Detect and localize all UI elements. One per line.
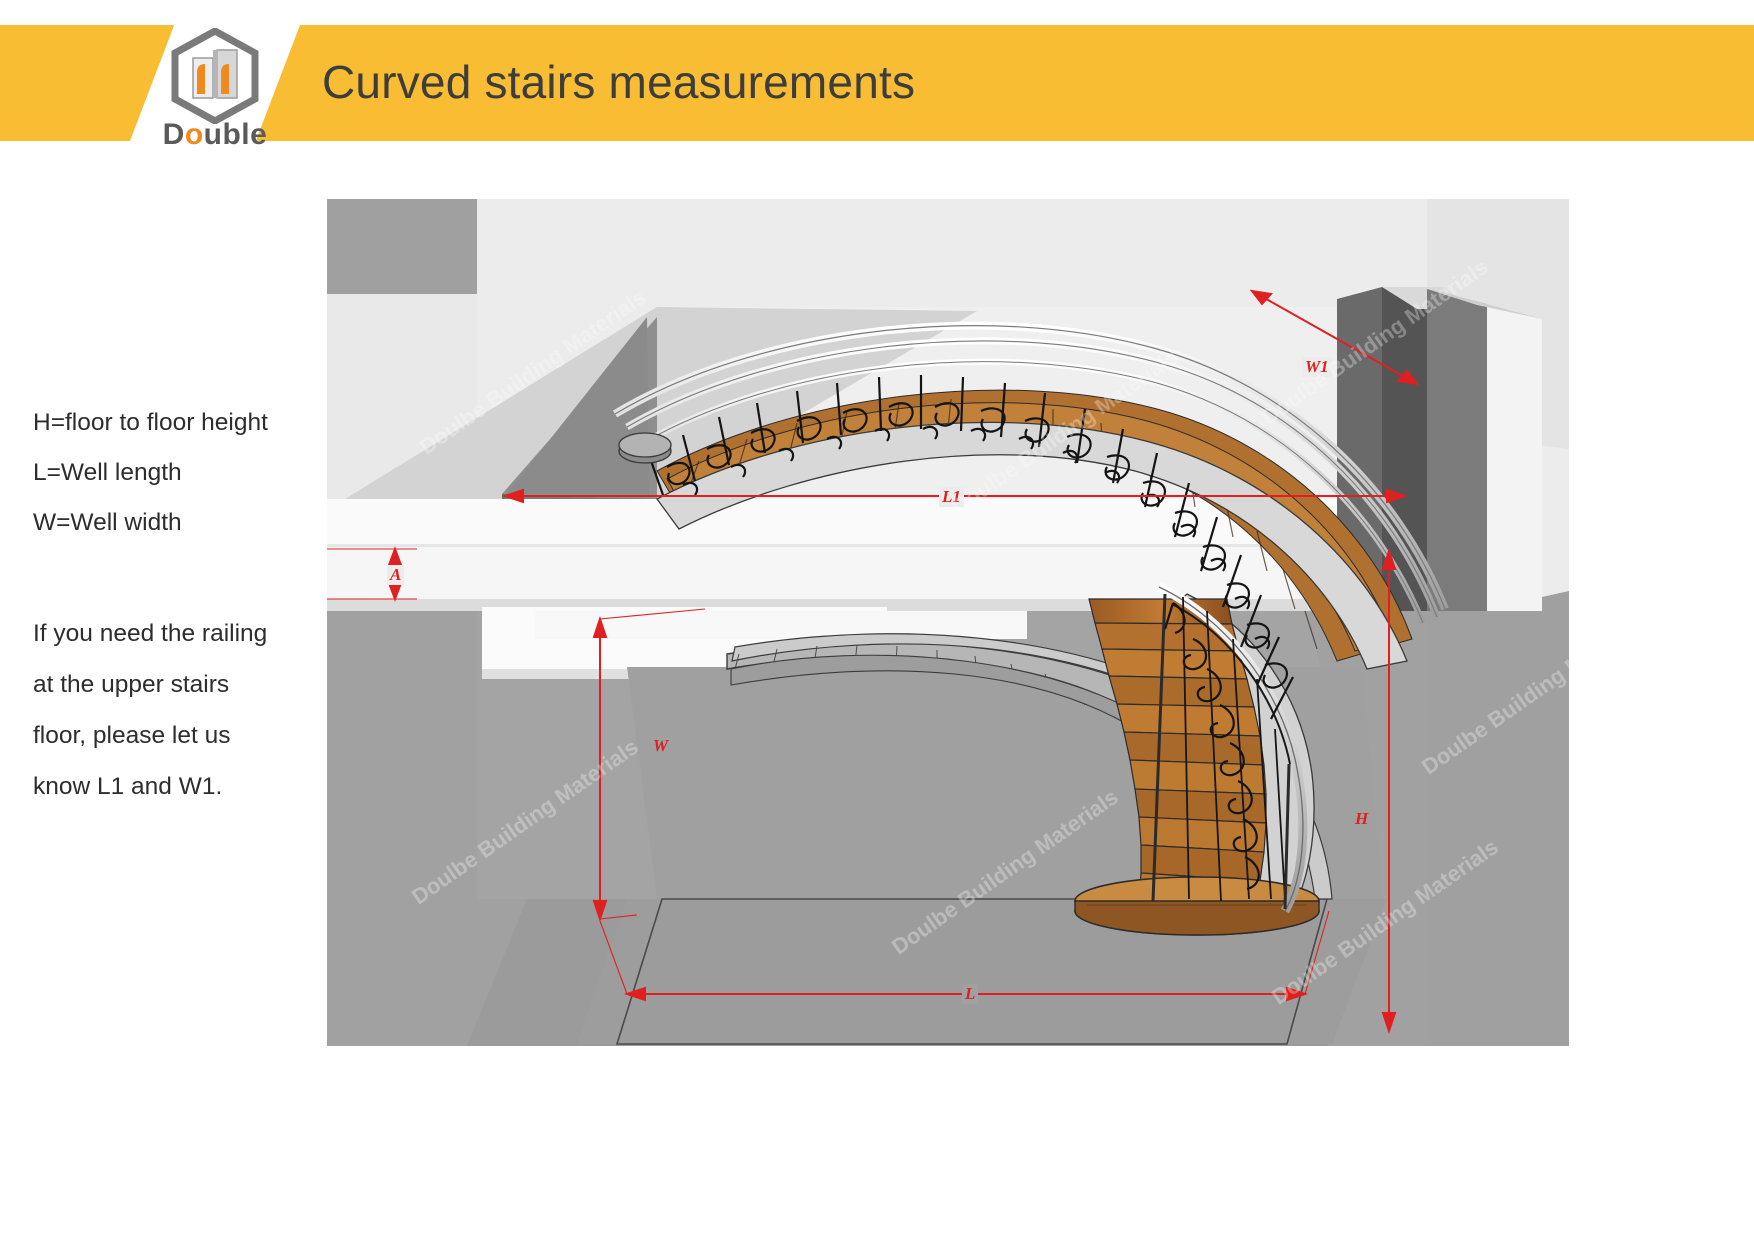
legend-line-l: L=Well length — [33, 459, 182, 486]
legend-block: H=floor to floor height L=Well length W=… — [33, 398, 333, 548]
curved-staircase-3d-drawing: W1 L1 A W L H Doulbe Building Materials … — [327, 199, 1569, 1046]
logo-wordmark: Double — [163, 120, 268, 150]
legend-line-h: H=floor to floor height — [33, 409, 268, 436]
staircase-illustration — [327, 199, 1569, 1046]
note-line-2: at the upper stairs — [33, 671, 230, 698]
note-line-1: If you need the railing — [33, 620, 268, 647]
brand-logo: Double — [150, 28, 280, 150]
logo-wordmark-d: D — [162, 118, 185, 151]
logo-wordmark-rest: uble — [203, 118, 268, 151]
hexagon-building-icon — [169, 28, 261, 124]
header-banner — [0, 25, 1754, 141]
note-block: If you need the railing at the upper sta… — [33, 608, 333, 812]
legend-line-w: W=Well width — [33, 509, 182, 536]
page-title: Curved stairs measurements — [322, 56, 916, 108]
logo-wordmark-o: o — [184, 118, 204, 151]
note-line-4: know L1 and W1. — [33, 773, 223, 800]
note-line-3: floor, please let us — [33, 722, 231, 749]
